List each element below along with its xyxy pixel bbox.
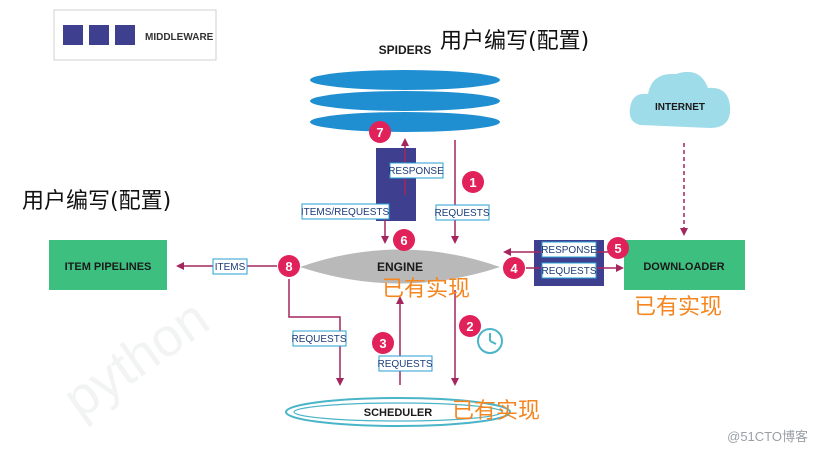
scheduler-ring-inner [293, 402, 503, 422]
annotation-spiders-user: 用户编写(配置) [440, 29, 589, 54]
item-pipelines-title: ITEM PIPELINES [65, 261, 152, 273]
step-5: 5 [607, 237, 629, 259]
arrow-engine-requests-to-scheduler [288, 279, 344, 386]
svg-text:1: 1 [469, 175, 476, 190]
annotation-engine-impl: 已有实现 [382, 277, 470, 302]
spiders-disk-1 [310, 70, 500, 90]
annotation-downloader-impl: 已有实现 [634, 295, 722, 320]
item-pipelines-box [49, 240, 167, 290]
svg-text:2: 2 [466, 319, 473, 334]
timer-icon [477, 328, 503, 354]
scheduler-component: SCHEDULER [285, 397, 511, 427]
legend-label: MIDDLEWARE [145, 32, 214, 43]
background-watermark: python [52, 288, 219, 430]
spiders-title: SPIDERS [379, 43, 432, 57]
svg-text:6: 6 [400, 233, 407, 248]
svg-text:5: 5 [614, 241, 621, 256]
step-4: 4 [503, 257, 525, 279]
svg-text:7: 7 [376, 125, 383, 140]
legend-swatch-2 [89, 25, 109, 45]
engine-component: ENGINE [300, 249, 500, 284]
scheduler-title: SCHEDULER [364, 407, 433, 419]
svg-text:RESPONSE: RESPONSE [388, 166, 444, 177]
svg-text:4: 4 [510, 261, 518, 276]
label-response-spider: RESPONSE [388, 162, 444, 179]
corner-watermark: @51CTO博客 [727, 429, 808, 444]
svg-text:ITEMS/REQUESTS: ITEMS/REQUESTS [301, 207, 390, 218]
step-8: 8 [278, 255, 300, 277]
legend-swatch-3 [115, 25, 135, 45]
spiders-disk-3 [310, 112, 500, 132]
step-7: 7 [369, 121, 391, 143]
label-requests-left: REQUESTS [291, 330, 347, 347]
downloader-component: DOWNLOADER [624, 240, 745, 290]
annotation-pipelines-user: 用户编写(配置) [22, 189, 171, 214]
engine-shape [300, 249, 500, 284]
downloader-box [624, 240, 745, 290]
internet-cloud-shape [629, 71, 731, 128]
svg-text:8: 8 [285, 259, 292, 274]
spiders-component: SPIDERS [310, 43, 500, 132]
label-requests-downloader: REQUESTS [541, 262, 597, 279]
svg-text:REQUESTS: REQUESTS [291, 334, 346, 345]
step-6: 6 [393, 229, 415, 251]
internet-cloud: INTERNET [629, 71, 731, 128]
step-1: 1 [462, 171, 484, 193]
svg-text:RESPONSE: RESPONSE [541, 245, 597, 256]
svg-text:ITEMS: ITEMS [215, 262, 246, 273]
label-items: ITEMS [212, 258, 248, 275]
svg-text:REQUESTS: REQUESTS [434, 208, 489, 219]
middleware-legend: MIDDLEWARE [53, 9, 217, 61]
svg-text:REQUESTS: REQUESTS [541, 266, 596, 277]
svg-text:3: 3 [379, 336, 386, 351]
step-3: 3 [372, 332, 394, 354]
engine-title: ENGINE [377, 260, 423, 274]
annotation-scheduler-impl: 已有实现 [452, 399, 540, 424]
step-2: 2 [459, 315, 481, 337]
label-requests-spider: REQUESTS [434, 204, 490, 221]
legend-swatch-1 [63, 25, 83, 45]
internet-title: INTERNET [655, 102, 705, 113]
item-pipelines-component: ITEM PIPELINES [49, 240, 167, 290]
downloader-title: DOWNLOADER [643, 261, 724, 273]
label-requests-scheduler: REQUESTS [377, 355, 433, 372]
label-response-downloader: RESPONSE [541, 241, 597, 258]
svg-text:REQUESTS: REQUESTS [377, 359, 432, 370]
scheduler-ring-outer [285, 397, 511, 427]
spiders-disk-2 [310, 91, 500, 111]
svg-text:python: python [52, 288, 219, 430]
label-items-requests: ITEMS/REQUESTS [301, 203, 390, 220]
